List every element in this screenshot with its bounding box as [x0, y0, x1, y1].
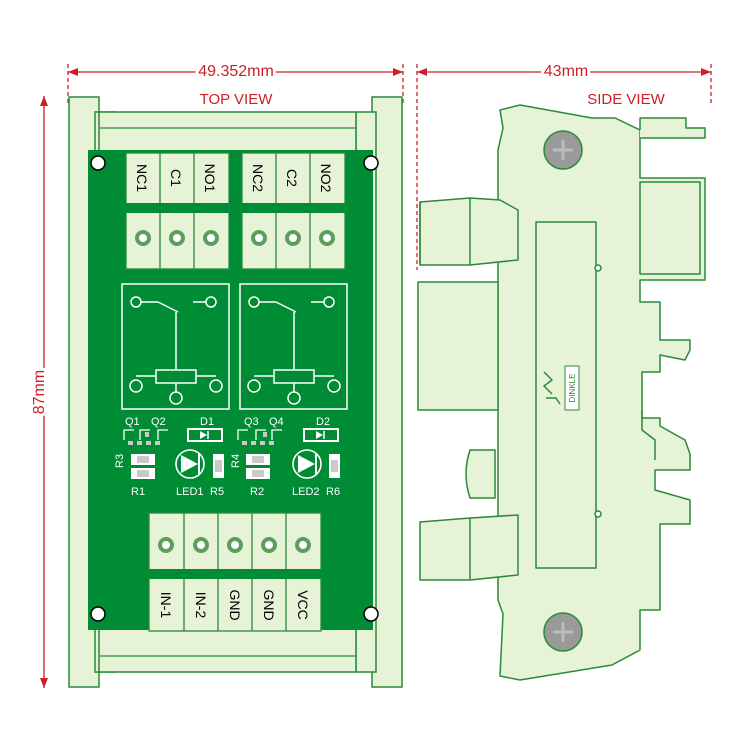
label-led1: LED1	[176, 486, 204, 498]
component-labels: Q1 Q2 D1 Q3 Q4 D2 R3 R4 R1 R2 LED1 R5 LE…	[114, 416, 340, 498]
label-r6: R6	[326, 486, 340, 498]
mount-hole-icon	[363, 155, 379, 171]
screw-icon	[227, 537, 243, 553]
height-label: 87mm	[31, 370, 48, 414]
terminal-label-in1: IN-1	[158, 592, 174, 619]
label-r1: R1	[131, 486, 145, 498]
screw-icon	[203, 230, 219, 246]
side-view-title: SIDE VIEW	[587, 91, 665, 108]
label-q2: Q2	[151, 416, 166, 428]
din-housing-profile	[497, 104, 706, 681]
mounting-holes	[90, 155, 379, 622]
terminal-label-c1: C1	[168, 169, 184, 187]
dimension-lines	[40, 64, 712, 688]
terminal-label-gnd-1: GND	[227, 589, 243, 620]
label-q3: Q3	[244, 416, 259, 428]
input-screws	[158, 537, 311, 553]
brand-logo-text: DINKLE	[568, 374, 577, 403]
output-terminal-block-2	[241, 152, 346, 270]
screw-icon	[285, 230, 301, 246]
output-screws	[135, 230, 335, 246]
input-terminal-block	[148, 512, 322, 632]
screw-icon	[251, 230, 267, 246]
top-view-title: TOP VIEW	[200, 91, 274, 108]
label-led2: LED2	[292, 486, 320, 498]
led2-icon	[292, 449, 322, 479]
screw-icon	[169, 230, 185, 246]
side-slot	[465, 449, 496, 499]
label-r2: R2	[250, 486, 264, 498]
terminal-label-no2: NO2	[318, 164, 334, 193]
side-width-label: 43mm	[544, 63, 588, 80]
output-terminal-block-1	[125, 152, 230, 270]
label-r5: R5	[210, 486, 224, 498]
screw-icon	[261, 537, 277, 553]
relay-body-side	[417, 281, 499, 411]
relay-2	[239, 283, 348, 410]
mount-hole-icon	[90, 155, 106, 171]
screw-icon	[158, 537, 174, 553]
output-terminal-labels: NC1 C1 NO1 NC2 C2 NO2	[134, 164, 334, 193]
screw-icon	[295, 537, 311, 553]
terminal-label-in2: IN-2	[193, 592, 209, 619]
screw-icon	[319, 230, 335, 246]
input-terminal-labels: IN-1 IN-2 GND GND VCC	[158, 589, 311, 620]
smd-components	[123, 428, 340, 479]
bottom-wire-entry	[419, 514, 519, 581]
top-rail-clip	[639, 117, 706, 139]
label-r4: R4	[230, 454, 242, 468]
side-view	[417, 104, 706, 681]
terminal-label-gnd-2: GND	[261, 589, 277, 620]
led1-icon	[175, 449, 205, 479]
top-crossbar	[98, 111, 357, 157]
terminal-label-nc1: NC1	[134, 164, 150, 192]
screw-icon	[193, 537, 209, 553]
label-r3: R3	[114, 454, 126, 468]
terminal-label-vcc: VCC	[295, 590, 311, 620]
label-q4: Q4	[269, 416, 284, 428]
bottom-crossbar	[98, 627, 357, 673]
mount-hole-icon	[90, 606, 106, 622]
screw-icon	[135, 230, 151, 246]
label-d1: D1	[200, 416, 214, 428]
top-wire-entry	[419, 197, 519, 266]
top-width-label: 49.352mm	[198, 63, 274, 80]
mount-hole-icon	[363, 606, 379, 622]
relay-1	[121, 283, 230, 410]
top-view: NC1 C1 NO1 NC2 C2 NO2	[68, 96, 403, 688]
label-d2: D2	[316, 416, 330, 428]
terminal-label-no1: NO1	[202, 164, 218, 193]
label-q1: Q1	[125, 416, 140, 428]
terminal-label-c2: C2	[284, 169, 300, 187]
terminal-label-nc2: NC2	[250, 164, 266, 192]
